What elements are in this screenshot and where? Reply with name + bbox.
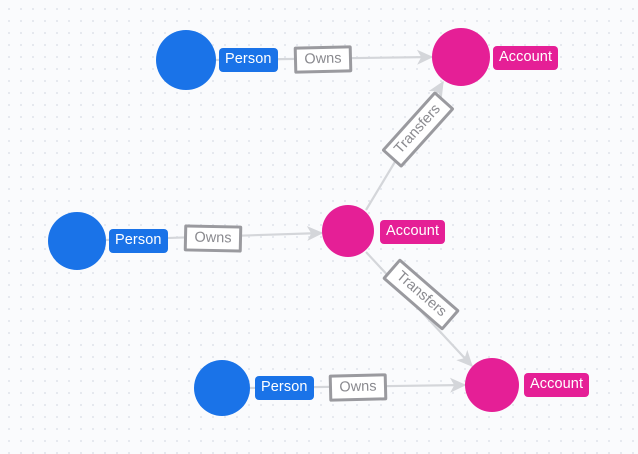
graph-node-account[interactable] — [432, 28, 490, 86]
node-label-person[interactable]: Person — [109, 229, 168, 253]
graph-node-person[interactable] — [48, 212, 106, 270]
node-label-account[interactable]: Account — [524, 373, 590, 397]
relationship-label-owns[interactable]: Owns — [328, 373, 388, 402]
relationship-label-owns[interactable]: Owns — [183, 224, 243, 253]
node-label-account[interactable]: Account — [380, 220, 446, 244]
node-label-account[interactable]: Account — [493, 46, 559, 70]
graph-node-person[interactable] — [156, 30, 216, 90]
graph-node-account[interactable] — [465, 358, 519, 412]
node-label-person[interactable]: Person — [255, 376, 314, 400]
graph-node-account[interactable] — [322, 205, 374, 257]
node-label-person[interactable]: Person — [219, 48, 278, 72]
relationship-label-owns[interactable]: Owns — [293, 45, 353, 74]
graph-node-person[interactable] — [194, 360, 250, 416]
